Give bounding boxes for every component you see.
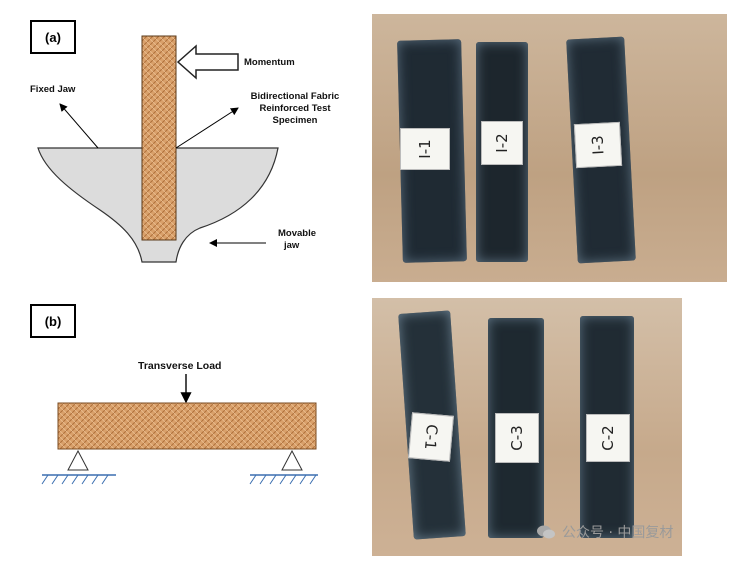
fabric-specimen [141,35,177,241]
fixed-jaw-label: Fixed Jaw [30,84,76,95]
specimen-pointer [175,107,239,149]
wechat-icon [537,525,555,539]
panel-a-label: (a) [30,20,76,54]
tag-c1: C-1 [408,412,454,462]
tag-i3: I-3 [573,121,623,169]
right-support [249,449,318,485]
movable-jaw-label-line1: Movable [278,228,317,239]
tag-i2: I-2 [481,121,523,165]
specimen-label: Bidirectional Fabric Reinforced Test Spe… [230,91,360,127]
impact-test-diagram [37,35,279,263]
tag-c3: C-3 [495,413,539,463]
left-support [41,449,116,485]
panel-b-label: (b) [30,304,76,338]
movable-jaw-label-line2: jaw [284,240,300,251]
specimen-label-line3: Specimen [272,115,318,126]
tag-i1: I-1 [400,128,450,170]
photo-specimens-c: C-1 C-3 C-2 [372,298,682,556]
fabric-beam [57,402,317,450]
transverse-load-label: Transverse Load [138,360,222,372]
tag-c2: C-2 [586,414,630,462]
watermark: 公众号 · 中国复材 [536,522,673,542]
momentum-label: Momentum [244,57,295,68]
specimen-label-line2: Reinforced Test [259,103,331,114]
specimen-label-line1: Bidirectional Fabric [250,91,340,102]
watermark-text: 公众号 · 中国复材 [562,525,674,541]
movable-jaw-label: Movable jaw [278,228,316,252]
photo-specimens-i: I-1 I-2 I-3 [372,14,727,282]
three-point-bending-diagram [41,374,318,485]
momentum-arrow [176,44,239,80]
